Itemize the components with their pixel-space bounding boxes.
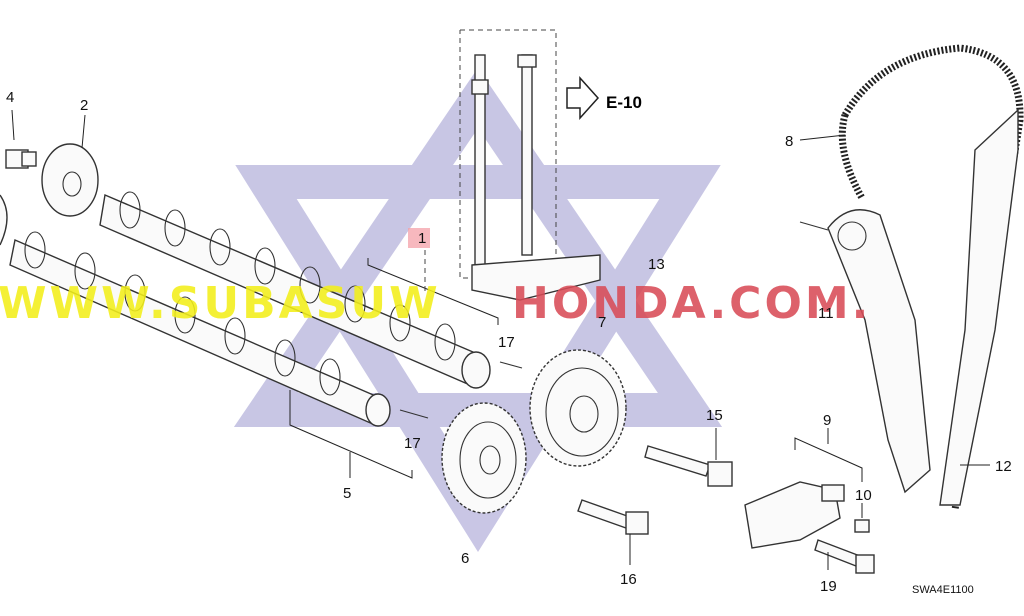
- callout-8: 8: [785, 133, 793, 150]
- diagram-code: SWA4E1100: [912, 584, 974, 596]
- part-19-bolt: [814, 539, 875, 574]
- callout-17-lower: 17: [404, 435, 421, 452]
- callout-5: 5: [343, 485, 351, 502]
- callout-7: 7: [598, 314, 606, 331]
- callout-16: 16: [620, 571, 637, 588]
- part-4-bolt: [5, 109, 37, 169]
- reference-label: E-10: [606, 93, 642, 112]
- watermark-text: WWW.SUBASUW HONDA.COM.: [0, 278, 871, 329]
- callout-12: 12: [995, 458, 1012, 475]
- part-12-chain-guide: [939, 108, 1019, 506]
- part-16-bolt: [577, 499, 649, 565]
- part-6-sprocket: [441, 402, 527, 514]
- callout-13: 13: [648, 256, 665, 273]
- watermark-text-right: HONDA.COM.: [512, 278, 871, 329]
- callout-17-upper: 17: [498, 334, 515, 351]
- part-5-bracket: [289, 390, 413, 479]
- callout-15: 15: [706, 407, 723, 424]
- callout-19: 19: [820, 578, 837, 595]
- rocker-bolt-group: [459, 29, 601, 301]
- callout-4: 4: [6, 89, 14, 106]
- callout-1: 1: [418, 230, 426, 247]
- part-1-bracket: [367, 250, 499, 325]
- callout-6: 6: [461, 550, 469, 567]
- part-camshaft-lower: [9, 231, 429, 427]
- callout-10: 10: [855, 487, 872, 504]
- callout-labels: 1 2 4 5 6 7 8 9 10 11 12 13 15 16 17 17 …: [6, 89, 1012, 595]
- part-9-tensioner: [744, 428, 863, 549]
- part-11-tensioner-arm: [799, 209, 931, 494]
- part-15-bolt: [644, 428, 733, 487]
- part-2-plate: [41, 114, 99, 217]
- callout-2: 2: [80, 97, 88, 114]
- watermark-text-left: WWW.SUBASUW: [0, 278, 441, 329]
- part-10-bolt: [854, 503, 870, 533]
- part-7-vtc-sprocket: [529, 349, 627, 467]
- partial-gear-left: [0, 194, 8, 246]
- callout-11: 11: [818, 305, 834, 322]
- part-camshaft-upper: [99, 191, 523, 389]
- part-8-chain: [799, 44, 1024, 511]
- callout-9: 9: [823, 412, 831, 429]
- hollow-arrow-right-icon: [566, 76, 600, 120]
